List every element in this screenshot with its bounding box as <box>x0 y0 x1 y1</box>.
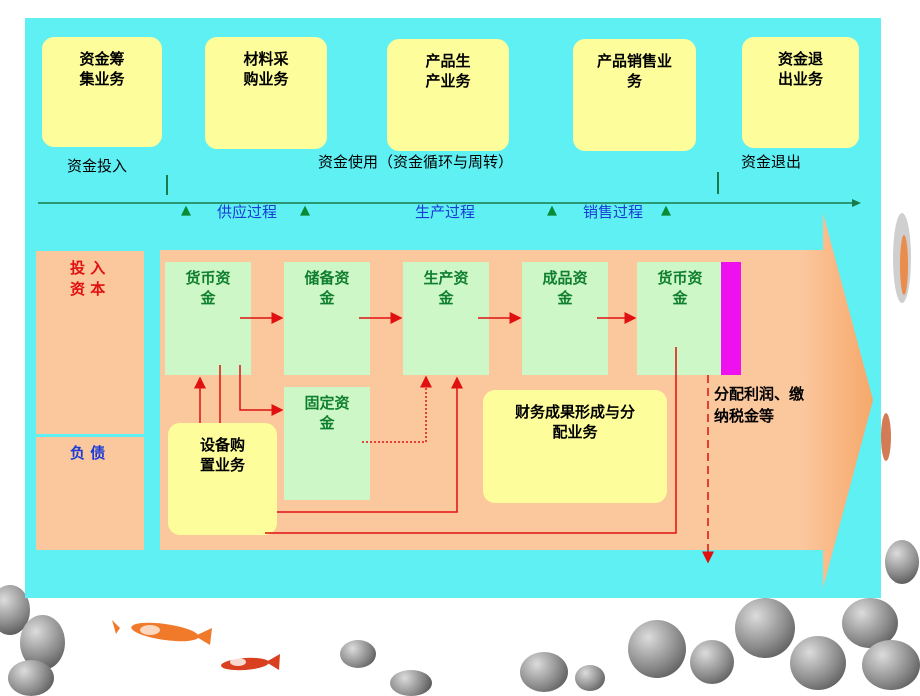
triangle-marker: ▲ <box>547 203 557 218</box>
triangle-marker: ▲ <box>300 203 310 218</box>
equipment-purchase-business-box: 设备购 置业务 <box>168 423 277 535</box>
liabilities-cell <box>36 437 144 550</box>
pebble-decoration <box>885 540 919 584</box>
sales-process-label: 销售过程 <box>583 203 644 221</box>
pebble-decoration <box>340 640 376 668</box>
financial-results-business-box: 财务成果形成与分 配业务 <box>483 390 667 503</box>
invested-capital-label: 投 入 资 本 <box>70 259 106 298</box>
fund-exit-business-box: 资金退 出业务 <box>742 37 859 148</box>
fixed-fund-box: 固定资 金 <box>284 387 370 500</box>
production-process-label: 生产过程 <box>415 203 476 221</box>
fund-usage-label: 资金使用（资金循环与周转） <box>318 153 514 171</box>
profit-distribution-label: 分配利润、缴 纳税金等 <box>714 385 805 425</box>
pebble-decoration <box>790 636 846 690</box>
production-fund-box: 生产资 金 <box>403 262 489 375</box>
pebble-decoration <box>690 640 734 684</box>
finished-goods-fund-box: 成品资 金 <box>522 262 608 375</box>
timeline-divider <box>166 175 168 195</box>
pebble-decoration <box>862 640 920 690</box>
pebble-decoration <box>735 598 795 658</box>
sales-business-box: 产品销售业 务 <box>573 39 696 151</box>
pebble-decoration <box>575 665 605 691</box>
supply-process-label: 供应过程 <box>217 203 278 221</box>
material-purchasing-business-box: 材料采 购业务 <box>205 37 327 149</box>
liabilities-label: 负 债 <box>70 444 106 462</box>
monetary-fund-return-box: 货币资 金 <box>637 262 723 375</box>
reserve-fund-box: 储备资 金 <box>284 262 370 375</box>
pebble-decoration <box>842 598 898 648</box>
fund-raising-business-box: 资金筹 集业务 <box>42 37 162 147</box>
triangle-marker: ▲ <box>661 203 671 218</box>
timeline-divider <box>717 172 719 194</box>
pebble-decoration <box>628 620 686 678</box>
invested-capital-cell <box>36 251 144 434</box>
distribution-bar <box>721 262 741 375</box>
triangle-marker: ▲ <box>181 203 191 218</box>
fund-exit-label: 资金退出 <box>741 153 802 171</box>
fund-investment-label: 资金投入 <box>67 157 128 175</box>
monetary-fund-box: 货币资 金 <box>165 262 251 375</box>
production-business-box: 产品生 产业务 <box>387 39 509 151</box>
pebble-decoration <box>520 652 568 692</box>
